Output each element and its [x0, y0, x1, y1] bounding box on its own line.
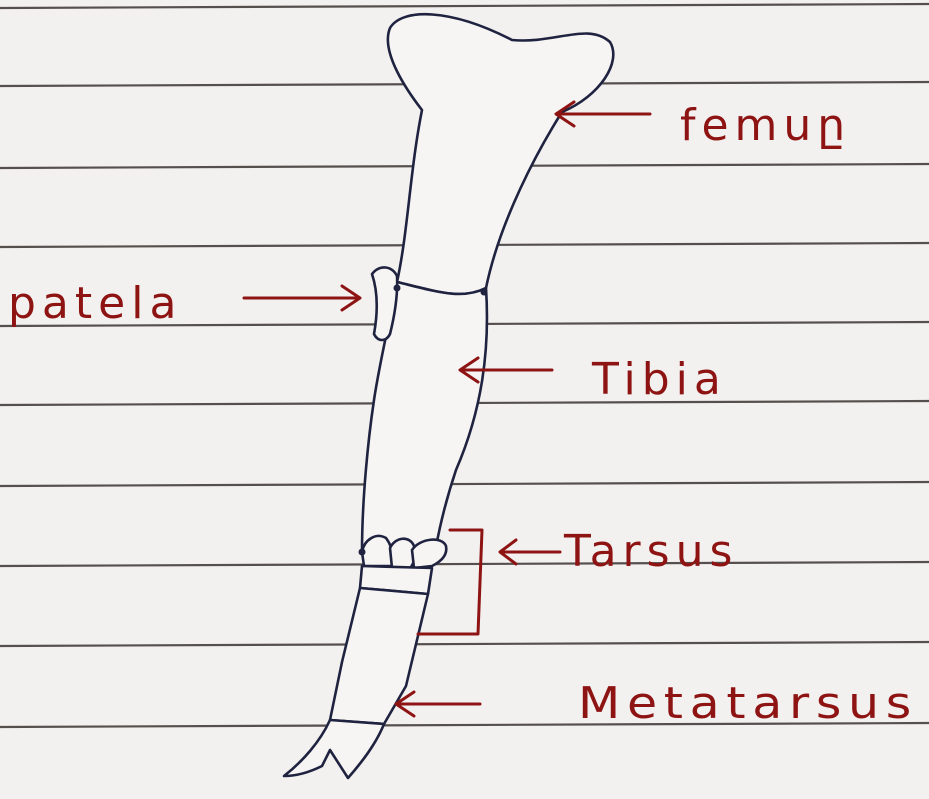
tibia-label: Tibia	[591, 354, 727, 405]
tarsus-label: Tarsus	[563, 526, 738, 577]
metatarsus-label: Metatarsus	[578, 678, 918, 729]
ruled-line	[0, 562, 929, 566]
tarsal-bone	[362, 536, 393, 566]
ruled-line	[0, 642, 929, 646]
ruled-line	[0, 4, 929, 8]
patella-label: patela	[8, 278, 182, 329]
joint-dot	[394, 285, 401, 292]
ruled-line	[0, 482, 929, 486]
femur-bone	[388, 14, 613, 294]
joint-dot	[359, 549, 366, 556]
toe-bones	[284, 720, 384, 778]
femur-label: femuը	[680, 100, 851, 151]
joint-dot	[481, 289, 488, 296]
